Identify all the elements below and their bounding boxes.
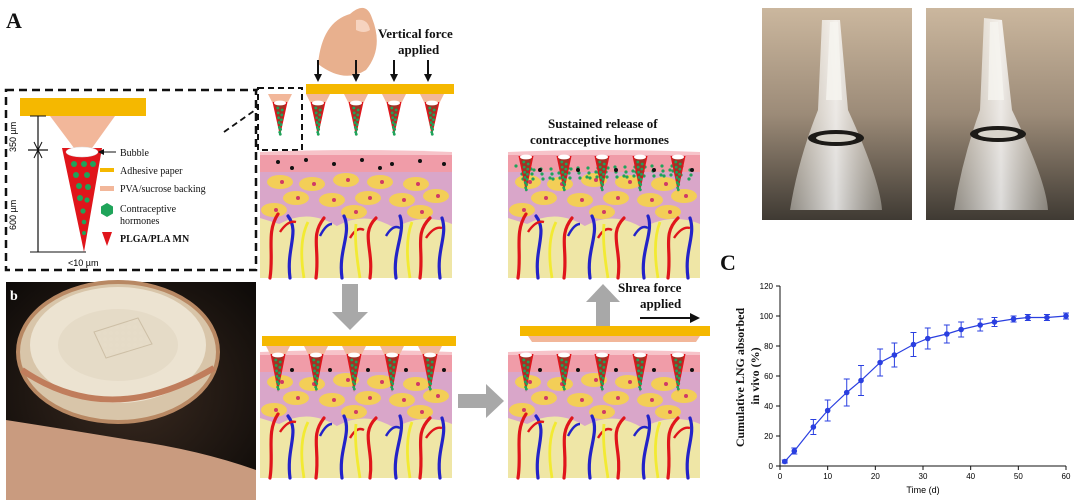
finger-illustration [318,7,377,76]
needle-photo-2 [926,8,1074,220]
skin-scene-inserted [260,336,456,480]
chart-point [810,424,817,430]
chart-ticks: 0 10 20 30 40 50 60 0 20 40 60 80 100 120 [760,282,1071,481]
chart-axes [779,286,1066,467]
chart-point [1044,314,1050,321]
legend-hormone-label: Contraceptive hormones [120,204,179,227]
chart-point [1010,316,1017,322]
needle-photo-1 [762,8,912,220]
legend-backing-swatch [100,186,114,191]
panel-label-A: A [6,8,22,33]
shear-force-label: Shrea force applied [618,280,685,311]
chart-y-tick-label: 60 [764,372,773,381]
sustained-release-label: Sustained release of contracceptive horm… [530,116,669,147]
chart-point [1063,313,1069,319]
chart-point [944,331,950,337]
chart-y-tick-label: 120 [760,282,774,291]
vertical-force-line1: Vertical force [378,26,453,41]
vertical-force-arrows [314,60,432,82]
shear-line2: applied [640,296,682,311]
chart-point [858,377,864,384]
shear-arrow [640,313,700,323]
chart-point [958,326,964,333]
chart-point [824,407,831,414]
chart-y-tick-label: 80 [764,342,773,351]
shear-line1: Shrea force [618,280,682,295]
vertical-force-line2: applied [398,42,440,57]
chart-y-label-line2: in vivo (%) [748,347,762,404]
lng-absorption-chart: 0 10 20 30 40 50 60 0 20 40 60 80 100 120 Time (d) Cu… [733,282,1071,495]
legend-mn-swatch [102,232,112,246]
chart-point [924,335,931,342]
legend-hormone-swatch [101,203,113,217]
sustained-line1: Sustained release of [548,116,658,131]
zoom-box [257,87,303,151]
chart-x-tick-label: 10 [823,472,832,481]
panel-label-b: b [10,289,18,304]
skin-scene-release [508,150,700,280]
legend-adhesive-label: Adhesive paper [120,166,183,177]
chart-point [891,352,898,358]
chart-x-tick-label: 20 [871,472,880,481]
dim-600: 600 µm [8,200,18,230]
chart-series [781,312,1069,465]
inset-adhesive-layer [20,98,146,116]
dim-tip: <10 µm [68,258,98,268]
chart-point [877,359,883,366]
chart-x-tick-label: 50 [1014,472,1023,481]
sustained-line2: contracceptive hormones [530,132,669,147]
chart-x-axis-label: Time (d) [906,485,939,495]
arrow-up [586,284,620,326]
legend-hormone-text: Contraceptive [120,204,177,215]
inset-backing [50,116,115,148]
chart-y-tick-label: 40 [764,402,773,411]
inset-hormone-dots [71,161,96,235]
chart-x-tick-label: 0 [778,472,783,481]
chart-y-axis-label: Cumulative LNG absorbed in vivo (%) [733,305,762,447]
chart-point [910,341,917,348]
chart-y-label-line1: Cumulative LNG absorbed [733,308,747,448]
chart-y-tick-label: 0 [769,462,774,471]
skin-scene-shear [508,326,710,480]
skin-scene-insertion [260,84,454,280]
legend-backing-label: PVA/sucrose backing [120,184,206,195]
legend-mn-label: PLGA/PLA MN [120,234,190,245]
patch-photo: b [6,280,256,500]
panel-label-C: C [720,250,736,275]
legend-hormone-text-2: hormones [120,216,160,227]
chart-point [781,458,788,465]
chart-y-tick-label: 20 [764,432,773,441]
dim-350: 350 µm [8,122,18,152]
process-arrows [332,284,620,418]
chart-point [1025,314,1031,321]
inset-bubble [65,146,99,158]
microneedle-inset: 350 µm 600 µm <10 µm Bubble Adhesive pap… [4,88,258,272]
chart-point [977,322,983,328]
vertical-force-label: Vertical force applied [378,26,456,57]
chart-point [843,389,850,396]
legend-bubble-label: Bubble [120,148,149,159]
chart-x-tick-label: 40 [966,472,975,481]
chart-point [791,448,798,454]
chart-x-tick-label: 30 [919,472,928,481]
legend-adhesive-swatch [100,168,114,172]
arrow-down [332,284,368,330]
chart-x-tick-label: 60 [1062,472,1071,481]
arrow-right [458,384,504,418]
zoom-lines [223,87,259,133]
chart-y-tick-label: 100 [760,312,774,321]
chart-point [991,319,998,325]
